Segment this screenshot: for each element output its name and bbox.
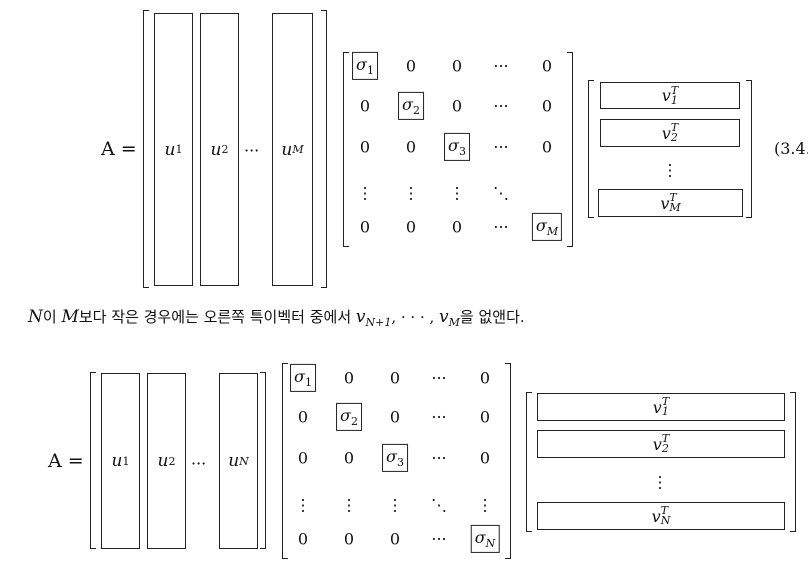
eq1-v-left-bracket — [588, 80, 594, 218]
sigma-cell: 0 — [451, 56, 463, 76]
sigma-cell: ⋮ — [357, 183, 373, 203]
sigma-cell: σ2 — [398, 91, 424, 121]
sigma-cell: 0 — [451, 96, 463, 116]
eq1-v-right-bracket — [746, 80, 752, 218]
sigma-cell: σ3 — [382, 443, 408, 473]
sigma-cell: ⋱ — [493, 183, 509, 203]
sigma-cell: 0 — [343, 448, 355, 468]
sigma-cell: 0 — [297, 529, 309, 549]
sigma-cell: 0 — [343, 368, 355, 388]
sigma-cell: ··· — [493, 217, 509, 237]
eq1-u-right-bracket — [321, 10, 327, 288]
sigma-cell: 0 — [405, 217, 417, 237]
sigma-cell: σ2 — [336, 402, 362, 432]
sigma-cell: ··· — [431, 407, 447, 427]
sigma-cell: σ1 — [352, 51, 378, 81]
sigma-cell: ··· — [493, 56, 509, 76]
eq2-lhs: A = — [48, 450, 84, 472]
sigma-cell: σ1 — [290, 363, 316, 393]
sigma-cell: ⋱ — [431, 495, 447, 515]
sigma-cell: 0 — [359, 137, 371, 157]
sigma-cell: 0 — [359, 217, 371, 237]
eq1-sigma-left-bracket — [343, 52, 349, 247]
sigma-cell: ⋮ — [449, 183, 465, 203]
sigma-cell: 0 — [297, 407, 309, 427]
sigma-cell: 0 — [479, 368, 491, 388]
sigma-cell: 0 — [359, 96, 371, 116]
sigma-cell: ⋮ — [403, 183, 419, 203]
sigma-cell: 0 — [541, 56, 553, 76]
sigma-cell: 0 — [343, 529, 355, 549]
eq2-u-dots: ··· — [191, 454, 207, 473]
sigma-cell: ⋮ — [341, 495, 357, 515]
eq1-u-dots: ··· — [244, 141, 260, 160]
sigma-cell: σN — [470, 524, 500, 554]
sigma-cell: σ3 — [444, 132, 470, 162]
sigma-cell: ··· — [431, 368, 447, 388]
eq2-v-right-bracket — [790, 392, 796, 532]
explanation-sentence: N이 M보다 작은 경우에는 오른쪽 특이벡터 중에서 vN+1, · · · … — [28, 307, 525, 330]
eq2-sigma-right-bracket — [505, 363, 511, 559]
sigma-cell: 0 — [405, 137, 417, 157]
sigma-cell: ··· — [493, 96, 509, 116]
sigma-cell: 0 — [479, 407, 491, 427]
sigma-cell: 0 — [405, 56, 417, 76]
sigma-cell: 0 — [541, 137, 553, 157]
eq1-v-vdots: ⋮ — [662, 160, 678, 180]
sigma-cell: 0 — [479, 448, 491, 468]
eq1-u-left-bracket — [143, 10, 149, 288]
equation-number: (3.4. — [774, 139, 808, 158]
eq2-v-left-bracket — [526, 392, 532, 532]
sigma-cell: 0 — [389, 407, 401, 427]
sigma-cell: 0 — [451, 217, 463, 237]
sigma-cell: ··· — [431, 529, 447, 549]
sigma-cell: 0 — [297, 448, 309, 468]
sigma-cell: 0 — [389, 368, 401, 388]
sigma-cell: σM — [531, 212, 563, 242]
sigma-cell: 0 — [389, 529, 401, 549]
sigma-cell: ⋮ — [477, 495, 493, 515]
eq2-sigma-left-bracket — [282, 363, 288, 559]
sigma-cell: ⋮ — [387, 495, 403, 515]
sigma-cell: ··· — [431, 448, 447, 468]
sigma-cell: ··· — [493, 137, 509, 157]
eq2-u-right-bracket — [260, 372, 266, 549]
eq2-u-left-bracket — [90, 372, 96, 549]
eq1-lhs: A = — [101, 138, 137, 160]
sigma-cell: ⋮ — [295, 495, 311, 515]
eq1-sigma-right-bracket — [567, 52, 573, 247]
eq2-v-vdots: ⋮ — [652, 472, 668, 492]
sigma-cell: 0 — [541, 96, 553, 116]
